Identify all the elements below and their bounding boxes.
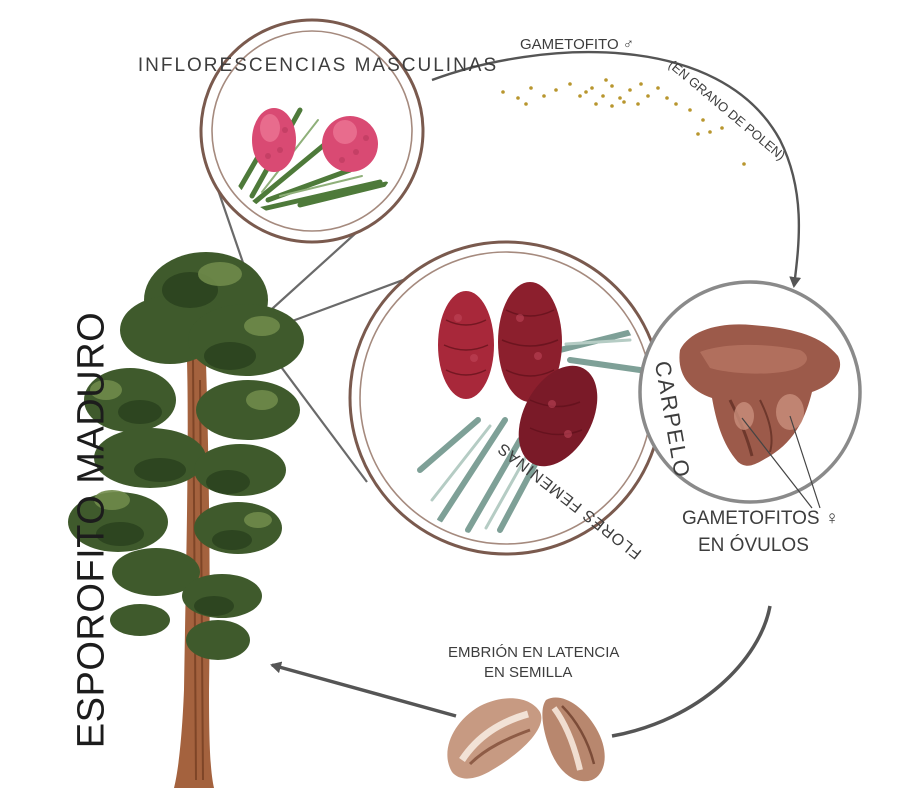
female-cone-left bbox=[438, 291, 494, 399]
arrow-seed-to-tree bbox=[270, 661, 457, 718]
male-inflorescence-circle bbox=[199, 18, 425, 244]
dormant-embryo-label-line2: EN SEMILLA bbox=[484, 664, 573, 681]
carpel-circle bbox=[638, 280, 862, 509]
female-gametophytes-label-line1: GAMETOFITOS ♀ bbox=[682, 508, 840, 529]
male-gametophyte-label: GAMETOFITO ♂ bbox=[520, 36, 635, 53]
arrow-ovule-to-seed bbox=[611, 605, 772, 738]
seeds bbox=[447, 697, 605, 782]
male-inflorescences-label: INFLORESCENCIAS MASCULINAS bbox=[137, 55, 499, 76]
seed-left bbox=[447, 698, 542, 779]
mature-sporophyte-label: ESPOROFITO MADURO bbox=[70, 311, 113, 749]
female-flowers-circle bbox=[348, 240, 664, 556]
mature-pine-tree bbox=[68, 252, 304, 788]
female-gametophytes-label-line2: EN ÓVULOS bbox=[698, 535, 809, 556]
female-cone-right bbox=[518, 365, 598, 467]
female-cone-middle bbox=[498, 282, 562, 402]
pollen-grains bbox=[501, 78, 746, 166]
arrow-pollen-to-carpel bbox=[431, 50, 802, 288]
carpel-scale bbox=[679, 324, 841, 466]
dormant-embryo-label-line1: EMBRIÓN EN LATENCIA bbox=[448, 644, 620, 661]
